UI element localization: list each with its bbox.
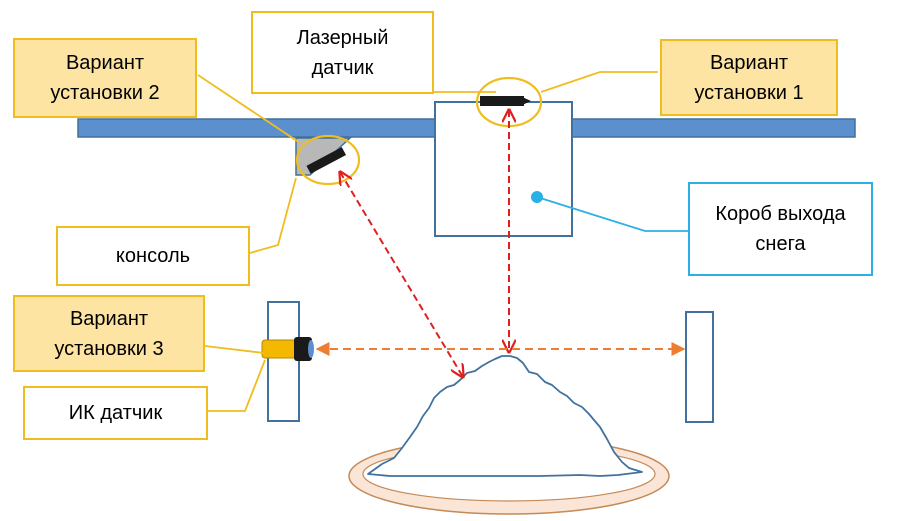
label-laser-sensor: Лазерный датчик <box>251 11 434 94</box>
label-ir-sensor: ИК датчик <box>23 386 208 440</box>
label-console: консоль <box>56 226 250 286</box>
snow-outlet-box-marker <box>531 191 543 203</box>
snow-pile <box>367 355 643 477</box>
left-wall <box>267 301 300 422</box>
laser-sensor-variant-2 <box>306 147 347 174</box>
leader-variant-2 <box>197 74 301 144</box>
leader-variant-3 <box>204 345 265 354</box>
leader-console <box>249 177 297 254</box>
leader-variant-1 <box>540 71 658 93</box>
snow-outlet-box <box>434 101 573 237</box>
label-snow-outlet-box: Короб выхода снега <box>688 182 873 276</box>
leader-ir-sensor <box>207 359 266 412</box>
label-variant-2: Вариант установки 2 <box>13 38 197 118</box>
label-variant-3: Вариант установки 3 <box>13 295 205 372</box>
label-variant-1: Вариант установки 1 <box>660 39 838 116</box>
leader-snow-outlet-box <box>536 196 690 232</box>
right-wall <box>685 311 714 423</box>
laser-sensor-variant-1 <box>480 96 531 106</box>
ir-sensor <box>261 337 314 361</box>
highlight-ellipse-variant-2 <box>295 134 361 186</box>
